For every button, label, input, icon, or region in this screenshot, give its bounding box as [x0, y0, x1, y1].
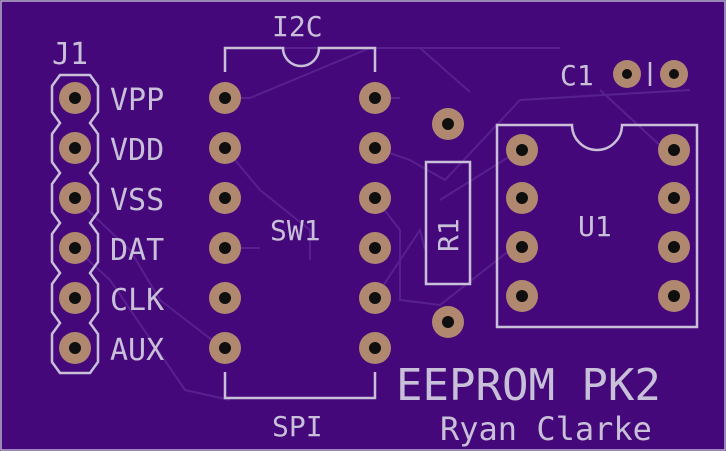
- board-title: EEPROM PK2: [396, 360, 661, 411]
- r1-pads: [432, 108, 464, 338]
- j1-pin-label-clk: CLK: [110, 283, 164, 318]
- u1-outline: [495, 123, 699, 329]
- sw1-bottom-label: SPI: [272, 410, 323, 443]
- j1-pin-label-vss: VSS: [110, 183, 164, 218]
- sw1-ref: SW1: [270, 214, 321, 247]
- sw1-top-label: I2C: [272, 10, 323, 43]
- sw1-pads: [209, 82, 391, 364]
- j1-outline: [50, 73, 100, 375]
- sw1-outline: [223, 46, 377, 400]
- u1-ref: U1: [578, 210, 612, 243]
- j1-pads: [59, 82, 91, 364]
- r1-outline: [424, 160, 472, 286]
- j1-pin-label-vdd: VDD: [110, 133, 164, 168]
- j1-pin-label-vpp: VPP: [110, 83, 164, 118]
- j1-ref: J1: [52, 37, 88, 72]
- c1-ref: C1: [560, 59, 594, 92]
- c1-pads: [613, 60, 688, 88]
- board-author: Ryan Clarke: [440, 410, 652, 448]
- j1-pin-label-aux: AUX: [110, 333, 164, 368]
- r1-ref: R1: [432, 218, 465, 252]
- u1-pads: [506, 134, 690, 312]
- j1-pin-label-dat: DAT: [110, 233, 164, 268]
